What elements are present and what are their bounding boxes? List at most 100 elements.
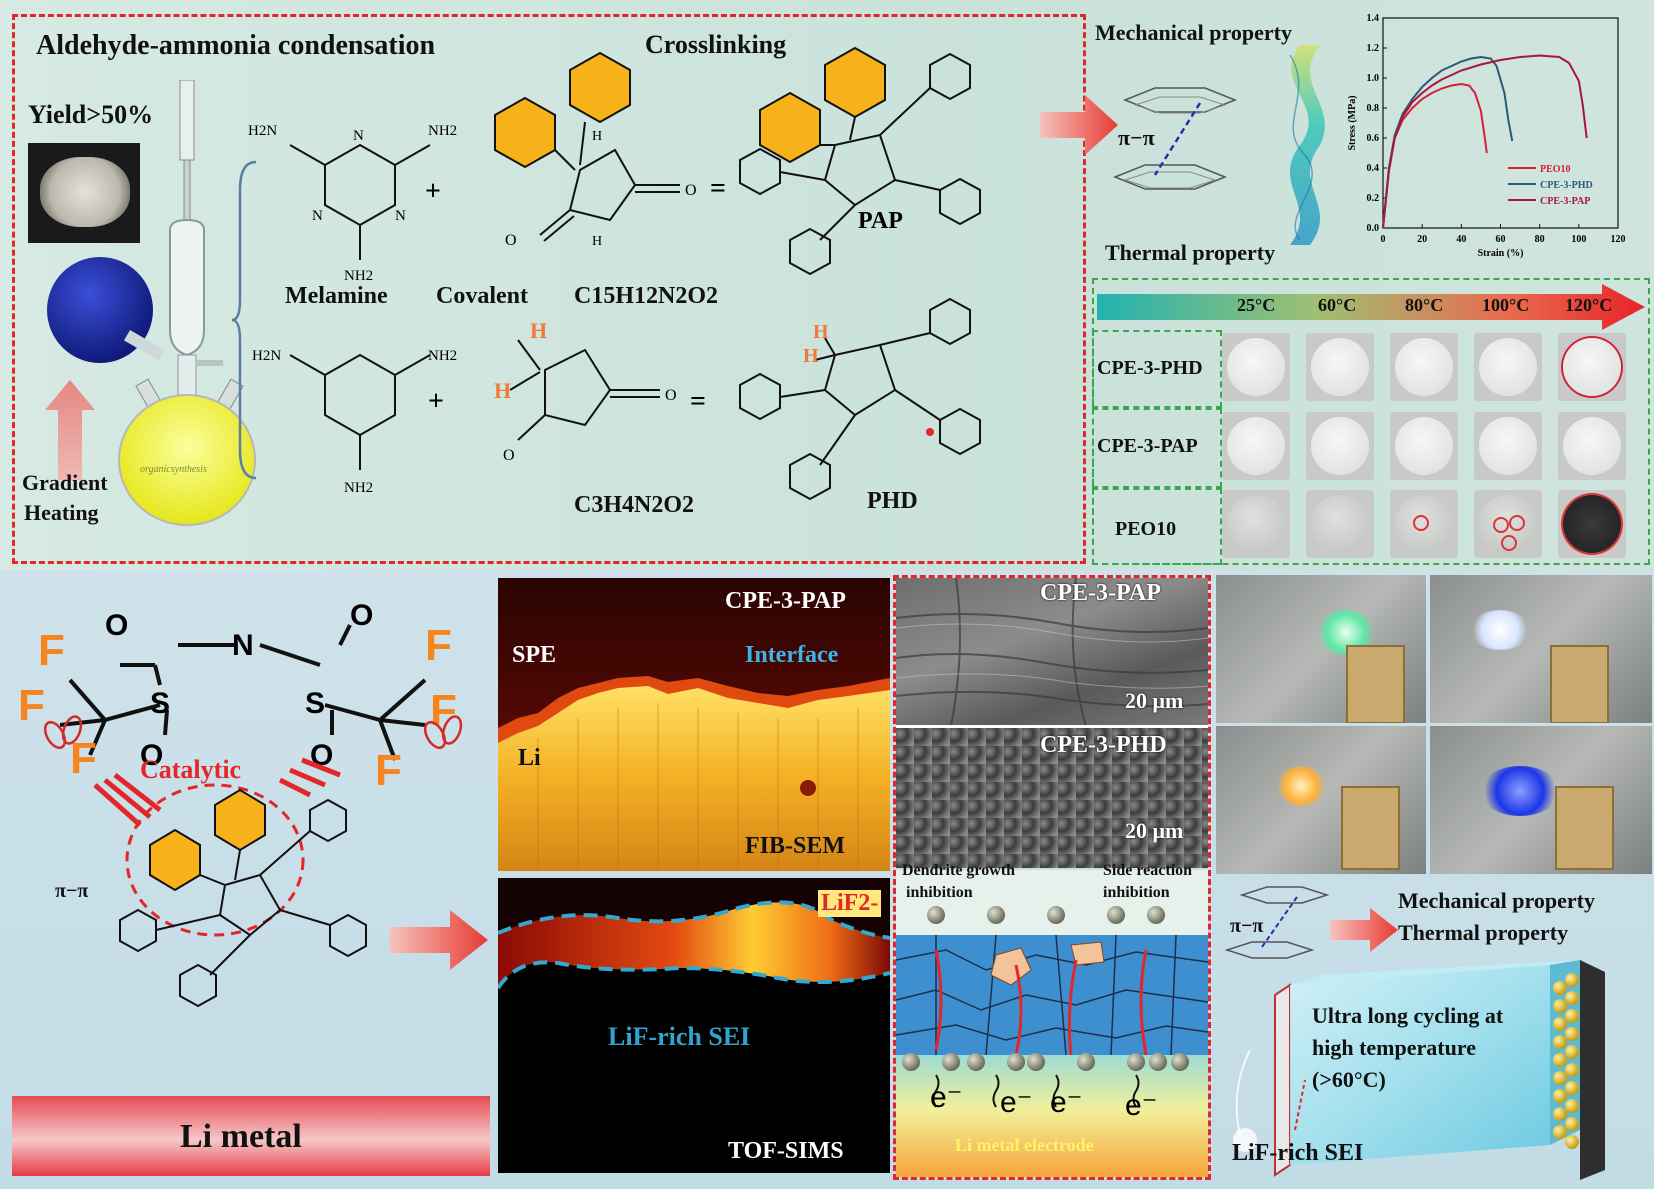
atom-f-4: F: [425, 621, 452, 670]
h2n-label-1: H2N: [248, 123, 277, 139]
x-tick-label: 100: [1571, 234, 1586, 245]
atom-o-2: O: [350, 599, 373, 632]
powder-photo: [28, 143, 140, 243]
pi-pi-label-bottom: π−π: [55, 880, 89, 902]
nh2-label-3: NH2: [428, 348, 457, 364]
y-tick-label: 0.0: [1367, 223, 1380, 234]
li-metal-label: Li metal: [180, 1118, 302, 1155]
sample-disc: [1563, 417, 1621, 475]
li-metal-bar: [12, 1096, 490, 1176]
thermal-property-label: Thermal property: [1105, 240, 1276, 265]
synthesis-title: Aldehyde-ammonia condensation: [36, 30, 436, 61]
sample-disc: [1227, 417, 1285, 475]
sample-swatch: [1474, 412, 1542, 480]
equals-sign-2: =: [690, 386, 706, 417]
atom-o-1: O: [105, 609, 128, 642]
tof-ion-label: LiF2-: [818, 890, 882, 917]
cycling-label-1: Ultra long cycling at: [1312, 1003, 1504, 1028]
arrow-to-fib: [390, 910, 488, 970]
nh2-label-2: NH2: [344, 268, 373, 284]
sample-swatch: [1558, 412, 1626, 480]
atom-o-3: O: [140, 739, 163, 772]
phenytoin-structure: [494, 51, 680, 242]
reaction-scheme: H2N NH2 NH2 N N N + O O H H = PAP H2N NH…: [248, 46, 981, 501]
fib-sem-image: [498, 578, 890, 871]
fib-li-label: Li: [518, 745, 541, 771]
fib-spe-label: SPE: [512, 642, 557, 668]
legend-label: PEO10: [1540, 164, 1571, 175]
sample-disc: [1395, 495, 1453, 553]
y-tick-label: 0.6: [1367, 133, 1380, 144]
sample-swatch: [1306, 333, 1374, 401]
sample-swatch: [1474, 333, 1542, 401]
sem-separator: [896, 725, 1208, 728]
pi-pi-label-summary: π−π: [1230, 915, 1264, 937]
covalent-label: Covalent: [436, 283, 528, 309]
electron-label-3: e⁻: [1050, 1086, 1083, 1119]
electron-label-1: e⁻: [930, 1081, 963, 1114]
nh2-label-4: NH2: [344, 480, 373, 496]
n-label-1: N: [353, 128, 364, 144]
o-label-1: O: [685, 182, 697, 199]
sem-label-pap: CPE-3-PAP: [1040, 580, 1161, 606]
sample-swatch: [1222, 333, 1290, 401]
nh2-label-1: NH2: [428, 123, 457, 139]
y-tick-label: 1.4: [1367, 13, 1380, 24]
h-orange-1: H: [530, 318, 547, 343]
tof-sims-image: [498, 878, 890, 1173]
pap-label: PAP: [858, 208, 903, 234]
yield-label: Yield>50%: [28, 100, 154, 129]
melamine-structure-1: [289, 143, 431, 260]
cycling-label-3: (>60°C): [1312, 1067, 1386, 1092]
temp-100: 100°C: [1482, 295, 1530, 315]
led-photo-blue: [1430, 726, 1652, 874]
tof-sei-label: LiF-rich SEI: [608, 1022, 751, 1051]
electrode-label: Li metal electrode: [955, 1135, 1094, 1155]
pi-stacking-illustration: [1112, 87, 1238, 190]
temp-120: 120°C: [1565, 295, 1613, 315]
temp-80: 80°C: [1405, 295, 1444, 315]
atom-s-1: S: [150, 687, 170, 720]
electron-label-4: e⁻: [1125, 1089, 1158, 1122]
brace: [231, 160, 257, 480]
series-line-3: [1382, 54, 1588, 229]
phd-structure: [739, 297, 981, 501]
x-tick-label: 120: [1611, 234, 1626, 245]
formula-phd-precursor: C3H4N2O2: [574, 492, 694, 518]
y-tick-label: 1.2: [1367, 43, 1380, 54]
led-photo-green: [1216, 575, 1426, 723]
defect-spot: [1493, 517, 1509, 533]
defect-spot: [1501, 535, 1517, 551]
sem-scale-2: 20 μm: [1125, 818, 1184, 843]
n-label-3: N: [395, 208, 406, 224]
sample-disc: [1227, 338, 1285, 396]
sem-schematic-frame: [893, 575, 1211, 1180]
sample-disc: [1479, 338, 1537, 396]
tof-method-label: TOF-SIMS: [728, 1138, 844, 1164]
thermal-row-frame-3: [1092, 488, 1222, 565]
defect-spot: [1509, 515, 1525, 531]
series-line-2: [1382, 55, 1514, 229]
gradient-heating-label-2: Heating: [24, 500, 99, 525]
side-reaction-label-2: inhibition: [1103, 884, 1170, 901]
x-tick-label: 60: [1496, 234, 1506, 245]
sample-disc: [1395, 338, 1453, 396]
gradient-heating-label-1: Gradient: [22, 470, 108, 495]
atom-n: N: [232, 629, 254, 662]
y-tick-label: 0.4: [1367, 163, 1380, 174]
h-orange-2: H: [494, 378, 511, 403]
sem-label-phd: CPE-3-PHD: [1040, 732, 1167, 758]
tfsi-structure: O S N S O O O F F F F F F: [18, 599, 463, 1008]
x-axis-label: Strain (%): [1478, 248, 1524, 259]
o-label-3: O: [665, 387, 677, 404]
temp-60: 60°C: [1318, 295, 1357, 315]
x-tick-label: 0: [1381, 234, 1386, 245]
phd-label: PHD: [867, 488, 918, 514]
synthesis-panel: [12, 14, 1086, 564]
ribbon-illustration: [1289, 45, 1325, 245]
arrow-to-summary: [1330, 908, 1398, 952]
sample-disc: [1563, 495, 1621, 553]
catalytic-label: Catalytic: [140, 755, 242, 784]
